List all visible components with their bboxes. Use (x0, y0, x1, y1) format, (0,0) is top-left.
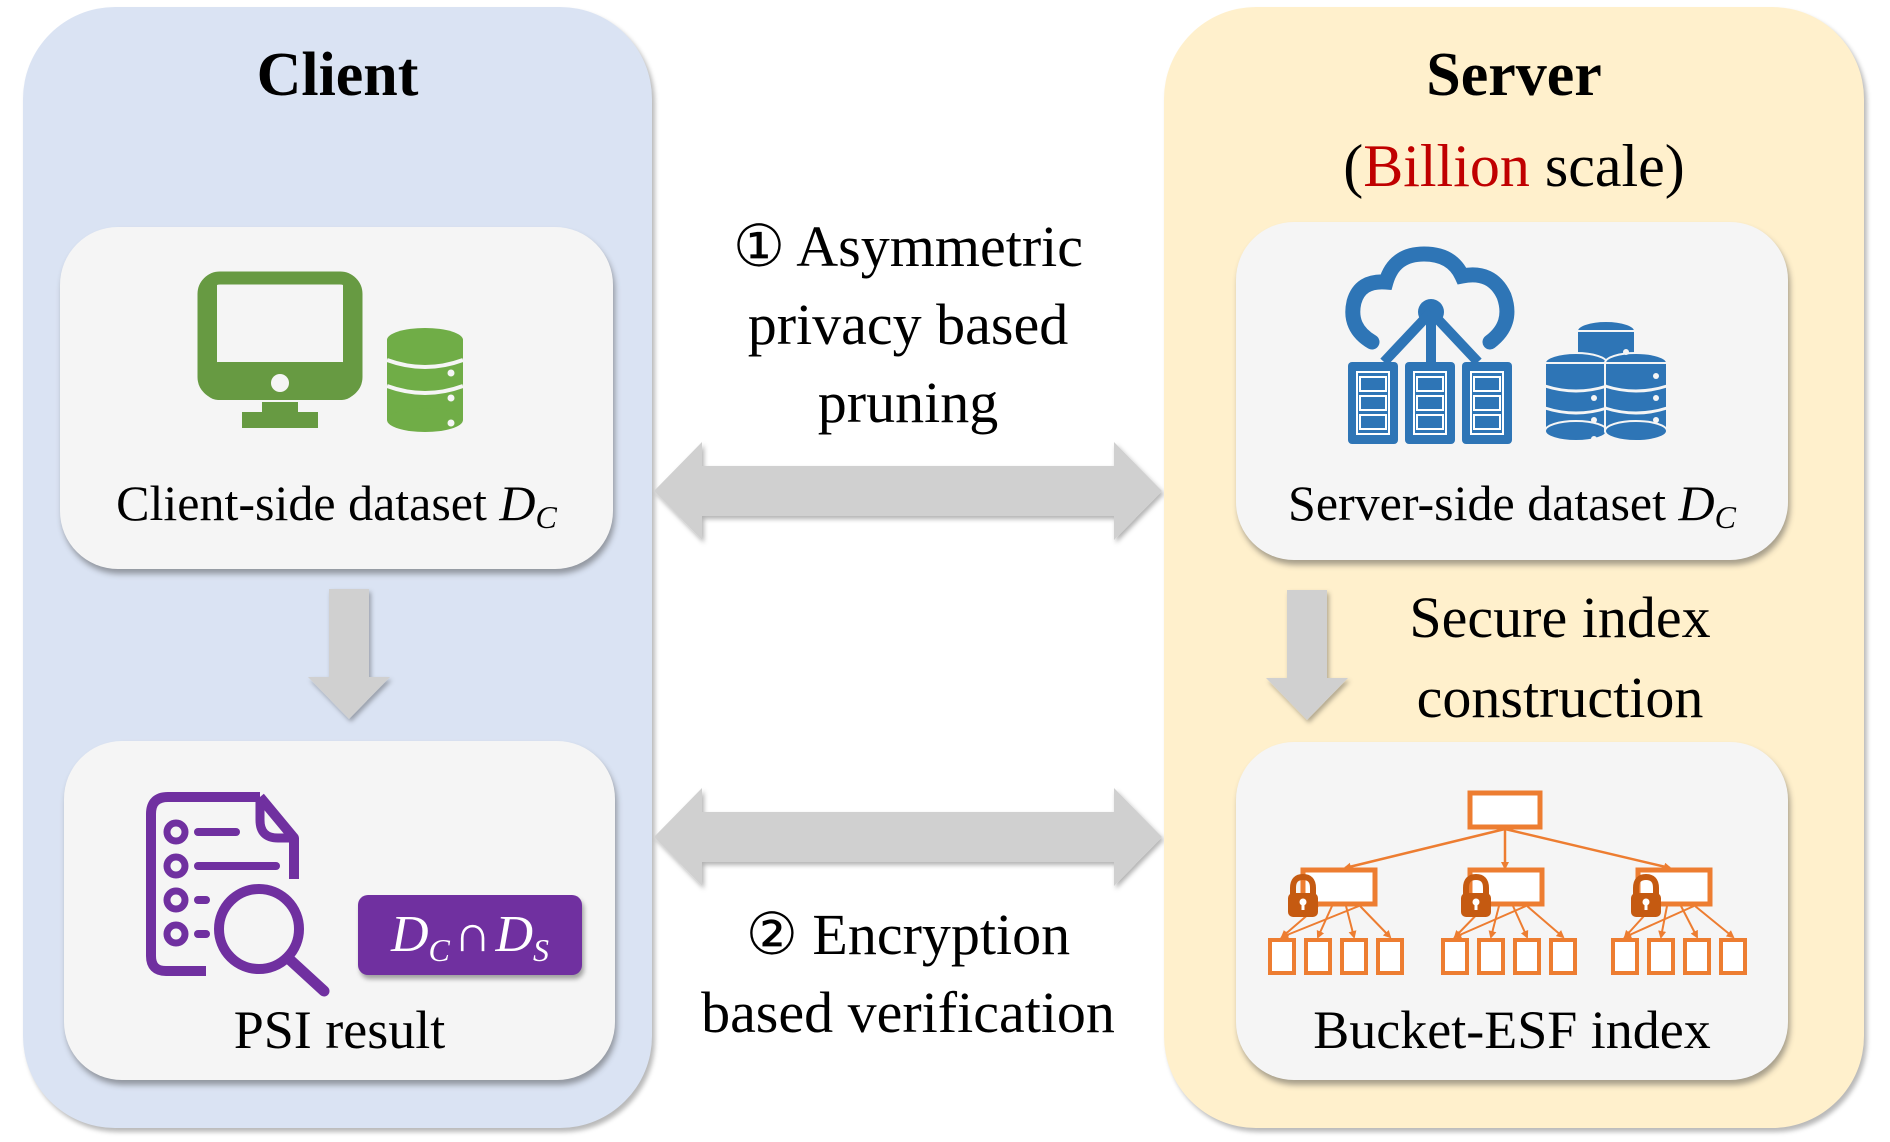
formula-dc: D (390, 906, 429, 963)
step1-label: ① Asymmetric privacy based pruning (652, 208, 1164, 442)
step2-label: ② Encryption based verification (652, 896, 1164, 1052)
cloud-server-icon (1345, 246, 1515, 444)
leaf-bucket-node (1719, 938, 1747, 975)
step2-line2: based verification (701, 980, 1115, 1045)
lock-icon (1288, 873, 1318, 917)
bidirectional-arrow-2 (654, 788, 1162, 886)
database-icon (386, 328, 464, 432)
secure-index-construction-label: Secure index construction (1360, 578, 1760, 738)
leaf-bucket-node (1441, 938, 1469, 975)
tree-edge (1623, 905, 1695, 939)
server-subtitle-open: ( (1343, 133, 1364, 199)
tree-edge (1488, 905, 1500, 939)
client-title: Client (256, 41, 419, 109)
client-dataset-label: Client-side dataset DC (60, 478, 613, 533)
step1-line1: ① Asymmetric (652, 208, 1164, 286)
leaf-bucket-node (1611, 938, 1639, 975)
client-dataset-sub: C (535, 499, 557, 535)
client-dataset-var: D (499, 475, 536, 531)
tree-edge (1280, 905, 1360, 939)
lock-icon (1461, 873, 1491, 917)
secure-index-line2: construction (1416, 665, 1704, 730)
billion-highlight: Billion (1363, 133, 1530, 199)
step2-line1-text: Encryption (812, 902, 1071, 967)
step2-number: ② (745, 902, 798, 967)
document-search-icon (146, 792, 330, 997)
leaf-bucket-node (1340, 938, 1368, 975)
server-title: Server (1426, 41, 1602, 109)
step1-line1-text: Asymmetric (796, 214, 1084, 279)
monitor-icon (197, 271, 363, 428)
tree-index-icon (1268, 790, 1747, 975)
bidirectional-arrow-1 (654, 442, 1162, 540)
tree-edge (1526, 905, 1565, 939)
intersection-formula-badge: DC∩DS (358, 895, 582, 975)
tree-edge (1359, 905, 1392, 939)
server-dataset-var: D (1678, 475, 1715, 531)
leaf-bucket-node (1376, 938, 1404, 975)
step1-line3: pruning (817, 370, 999, 435)
database-stack-icon (1544, 320, 1668, 442)
leaf-bucket-node (1477, 938, 1505, 975)
bucket-esf-index-label: Bucket-ESF index (1313, 1000, 1711, 1060)
tree-edge (1453, 905, 1527, 939)
psi-result-label: PSI result (233, 1000, 446, 1060)
server-down-arrow (1266, 590, 1348, 720)
leaf-bucket-node (1268, 938, 1296, 975)
server-subtitle-rest: scale) (1529, 133, 1685, 199)
tree-edge (1316, 905, 1333, 939)
step1-line2: privacy based (747, 292, 1069, 357)
formula-dc-sub: C (428, 932, 450, 968)
server-dataset-label-text: Server-side dataset (1288, 475, 1679, 531)
server-subtitle: (Billion scale) (1164, 136, 1864, 196)
server-dataset-label: Server-side dataset DC (1236, 478, 1788, 533)
lock-icon (1631, 873, 1661, 917)
secure-index-line1: Secure index (1409, 585, 1711, 650)
formula-intersection-symbol: ∩ (453, 906, 492, 963)
step2-line1: ② Encryption (652, 896, 1164, 974)
leaf-bucket-node (1513, 938, 1541, 975)
leaf-bucket-node (1647, 938, 1675, 975)
step1-number: ① (732, 214, 785, 279)
client-down-arrow (308, 589, 390, 719)
client-dataset-label-text: Client-side dataset (116, 475, 500, 531)
formula-ds-sub: S (533, 932, 550, 968)
tree-edge (1658, 905, 1668, 939)
leaf-bucket-node (1304, 938, 1332, 975)
formula-ds: D (495, 906, 534, 963)
server-dataset-sub: C (1714, 499, 1736, 535)
tree-edge (1694, 905, 1735, 939)
leaf-bucket-node (1683, 938, 1711, 975)
leaf-bucket-node (1549, 938, 1577, 975)
